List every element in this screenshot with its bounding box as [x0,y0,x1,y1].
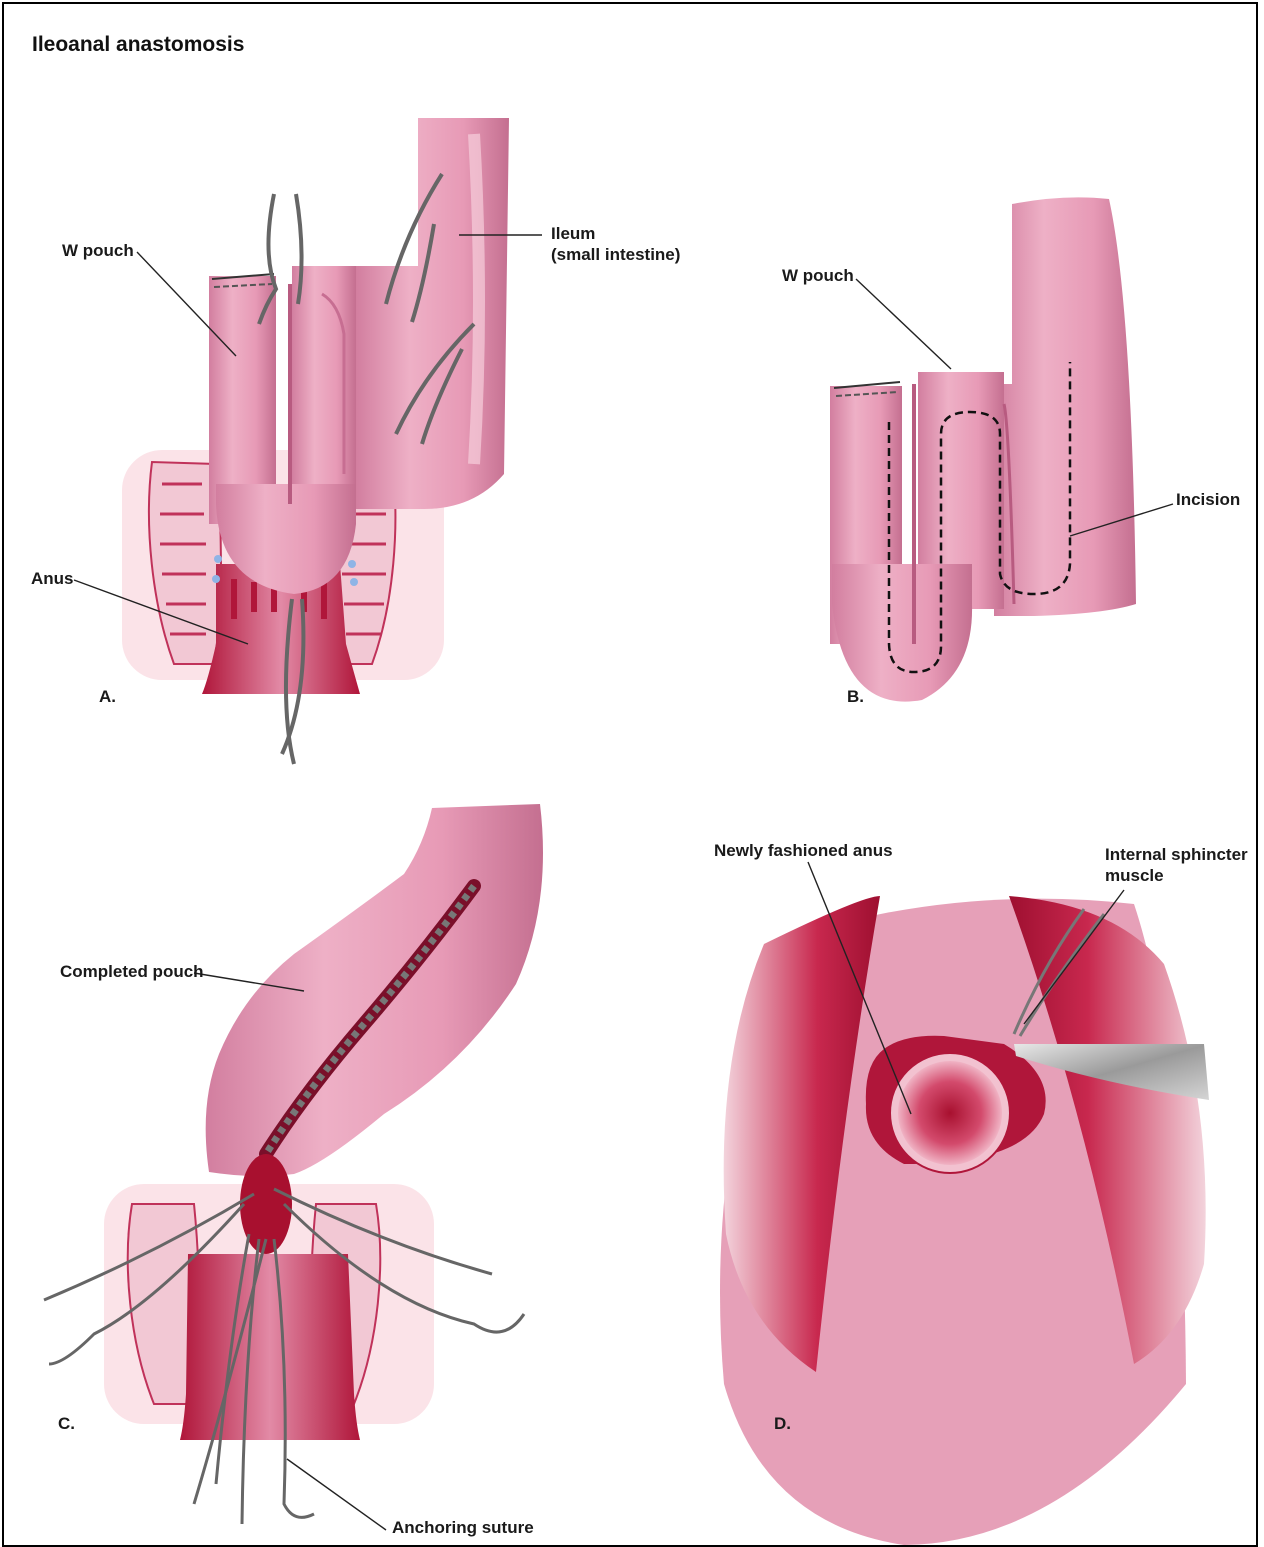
label-panel-a: A. [99,686,116,707]
label-w-pouch-a: W pouch [62,240,134,261]
panel-b-drawing [830,197,1136,701]
ileum-limb [356,118,509,509]
panel-a-drawing [122,118,509,764]
label-incision: Incision [1176,489,1240,510]
label-w-pouch-b: W pouch [782,265,854,286]
anal-canal-c [180,1254,360,1440]
completed-pouch [206,804,543,1176]
label-internal-sphincter: Internal sphincter muscle [1105,844,1248,886]
panel-c-drawing [44,804,543,1524]
label-panel-d: D. [774,1413,791,1434]
newly-fashioned-anus [898,1061,1002,1165]
panel-d-drawing [720,896,1209,1545]
label-anus: Anus [31,568,74,589]
label-completed-pouch: Completed pouch [60,961,204,982]
label-panel-c: C. [58,1413,75,1434]
label-newly-fashioned-anus: Newly fashioned anus [714,840,893,861]
label-anchoring-suture: Anchoring suture [392,1517,534,1538]
label-panel-b: B. [847,686,864,707]
ileum-limb-b [994,197,1136,616]
label-ileum: Ileum (small intestine) [551,223,680,265]
